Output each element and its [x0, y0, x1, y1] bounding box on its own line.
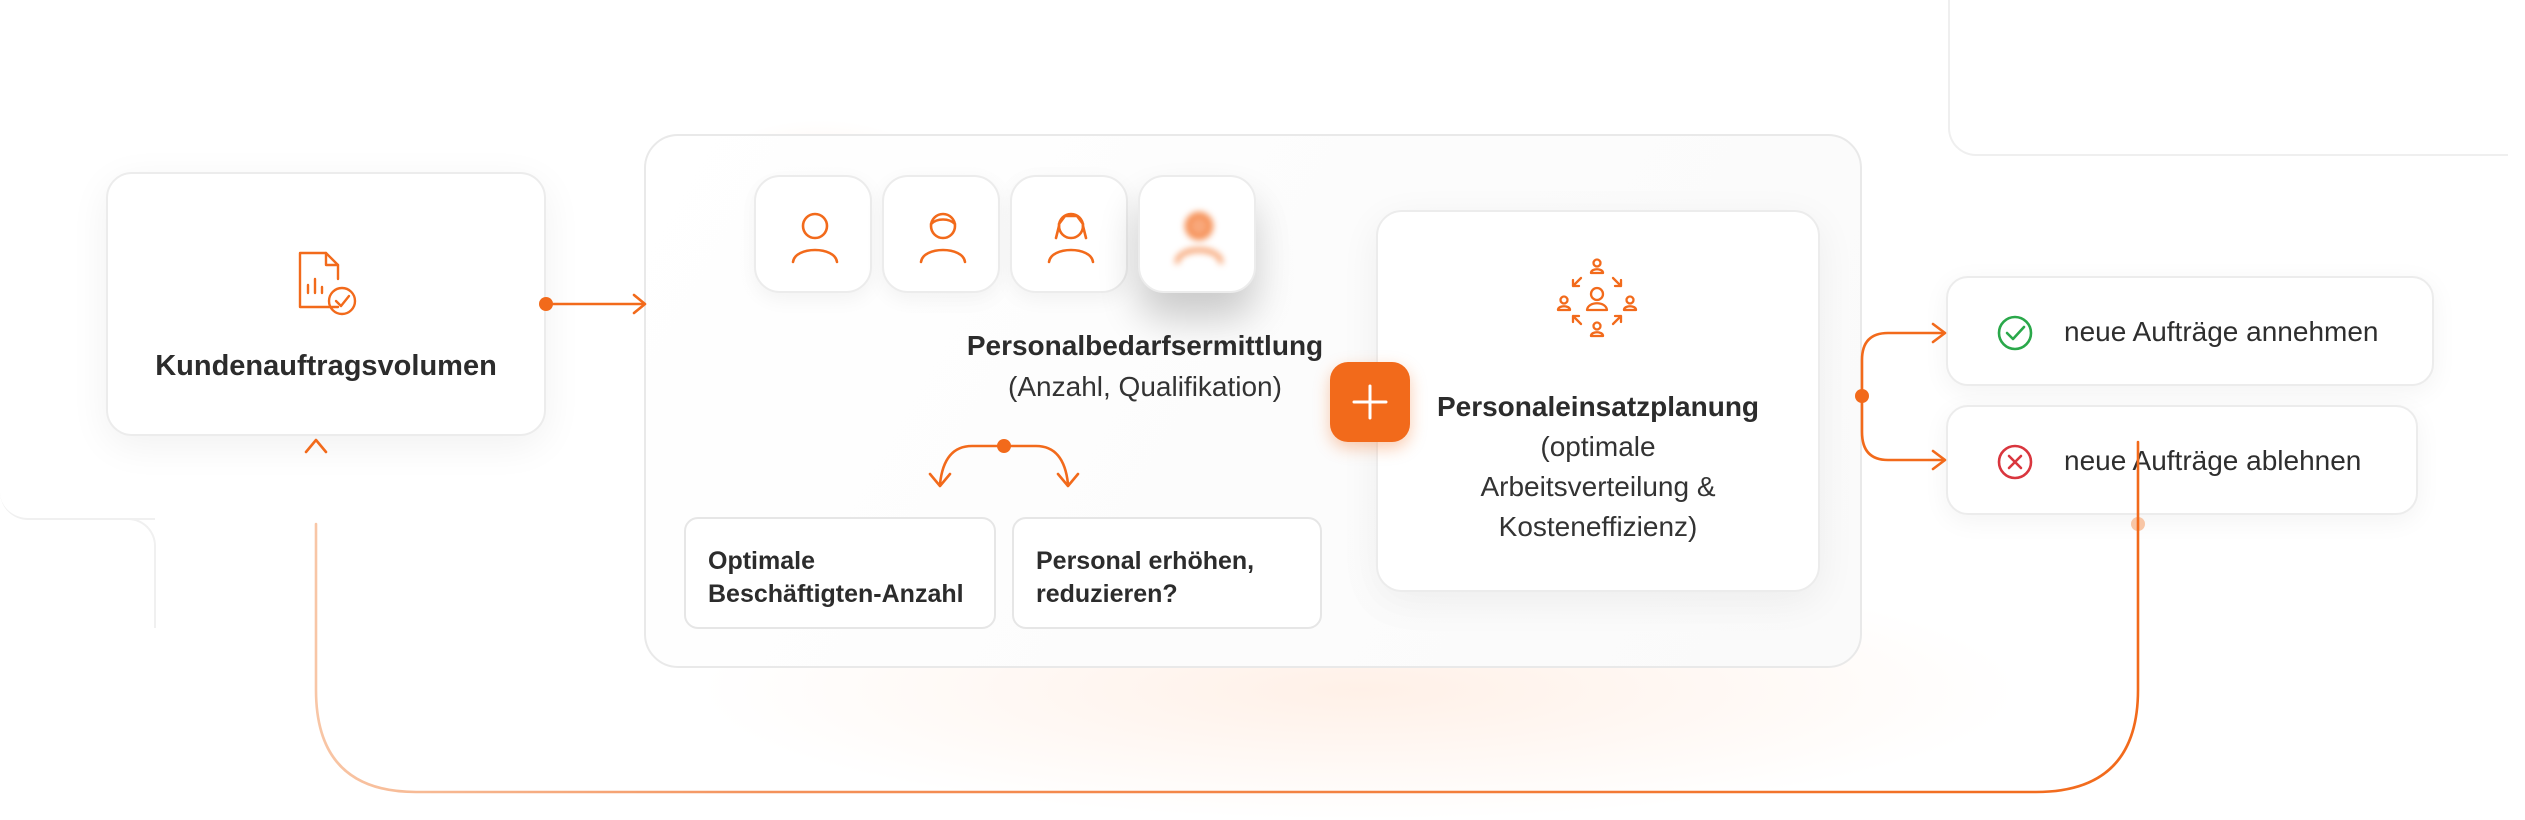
accept-orders-card: neue Aufträge annehmen: [1946, 276, 2434, 386]
avatar-card-1: [754, 175, 872, 293]
person-blurred-icon: [1175, 212, 1223, 264]
avatar-card-3: [1010, 175, 1128, 293]
einsatz-line-3: Kosteneffizienz): [1498, 511, 1698, 542]
personal-erhoehen-card: Personal erhöhen, reduzieren?: [1012, 517, 1322, 629]
personalbedarfsermittlung-subtitle: (Anzahl, Qualifikation): [1008, 371, 1282, 402]
kundenauftragsvolumen-label: Kundenauftragsvolumen: [155, 350, 497, 382]
option-line-1: Personal erhöhen,: [1036, 547, 1255, 575]
personalbedarfsermittlung-title: Personalbedarfsermittlung: [966, 330, 1324, 361]
person-icon: [791, 212, 839, 264]
decorative-frame-left-stub: [110, 518, 156, 628]
reject-orders-label: neue Aufträge ablehnen: [2064, 445, 2362, 476]
person-long-hair-icon: [1047, 212, 1095, 264]
einsatz-line-2: Arbeitsverteilung &: [1480, 471, 1716, 502]
x-circle-icon: [1997, 444, 2033, 480]
avatar-card-4: [1138, 175, 1256, 293]
team-network-icon: [1556, 258, 1638, 338]
accept-orders-label: neue Aufträge annehmen: [2064, 316, 2379, 347]
kundenauftragsvolumen-card: [106, 172, 546, 436]
option-line-2: Beschäftigten-Anzahl: [708, 580, 964, 608]
person-short-hair-icon: [919, 212, 967, 264]
reject-orders-card: neue Aufträge ablehnen: [1946, 405, 2418, 515]
plus-icon: [1352, 384, 1388, 420]
plus-badge: [1330, 362, 1410, 442]
arrow-kunden-to-bedarf: [539, 293, 647, 315]
option-line-2: reduzieren?: [1036, 580, 1178, 608]
decorative-frame-top-right: [1948, 0, 2508, 156]
einsatz-line-1: (optimale: [1540, 431, 1656, 462]
check-circle-icon: [1997, 315, 2033, 351]
branch-arrows-decisions: [1855, 322, 1947, 471]
report-check-icon: [298, 251, 357, 316]
decorative-frame-left: [0, 150, 155, 520]
option-line-1: Optimale: [708, 547, 815, 575]
personaleinsatzplanung-title: Personaleinsatzplanung: [1436, 391, 1760, 422]
optimale-beschaeftigten-card: Optimale Beschäftigten-Anzahl: [684, 517, 996, 629]
avatar-card-2: [882, 175, 1000, 293]
